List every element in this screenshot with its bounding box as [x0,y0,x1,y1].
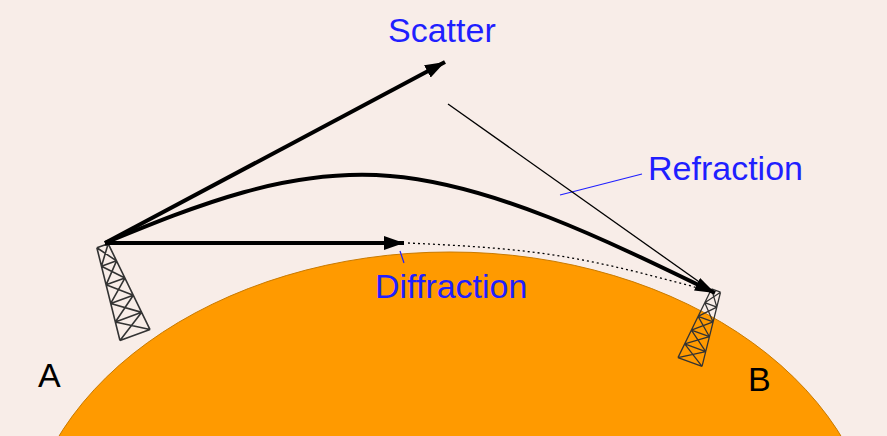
path-label: Scatter [388,12,496,49]
path-label: Refraction [648,150,803,187]
station-label: A [38,357,61,394]
path-segment [105,62,445,243]
path-label: Diffraction [375,268,527,305]
earth-surface [22,252,878,436]
leader-line [400,251,404,263]
tower-symbol [87,240,150,340]
station-label: B [748,361,771,398]
tower-node: A [80,243,152,339]
tower-node: B [668,293,740,365]
tower-symbol [678,286,728,366]
path-segment [105,241,404,245]
